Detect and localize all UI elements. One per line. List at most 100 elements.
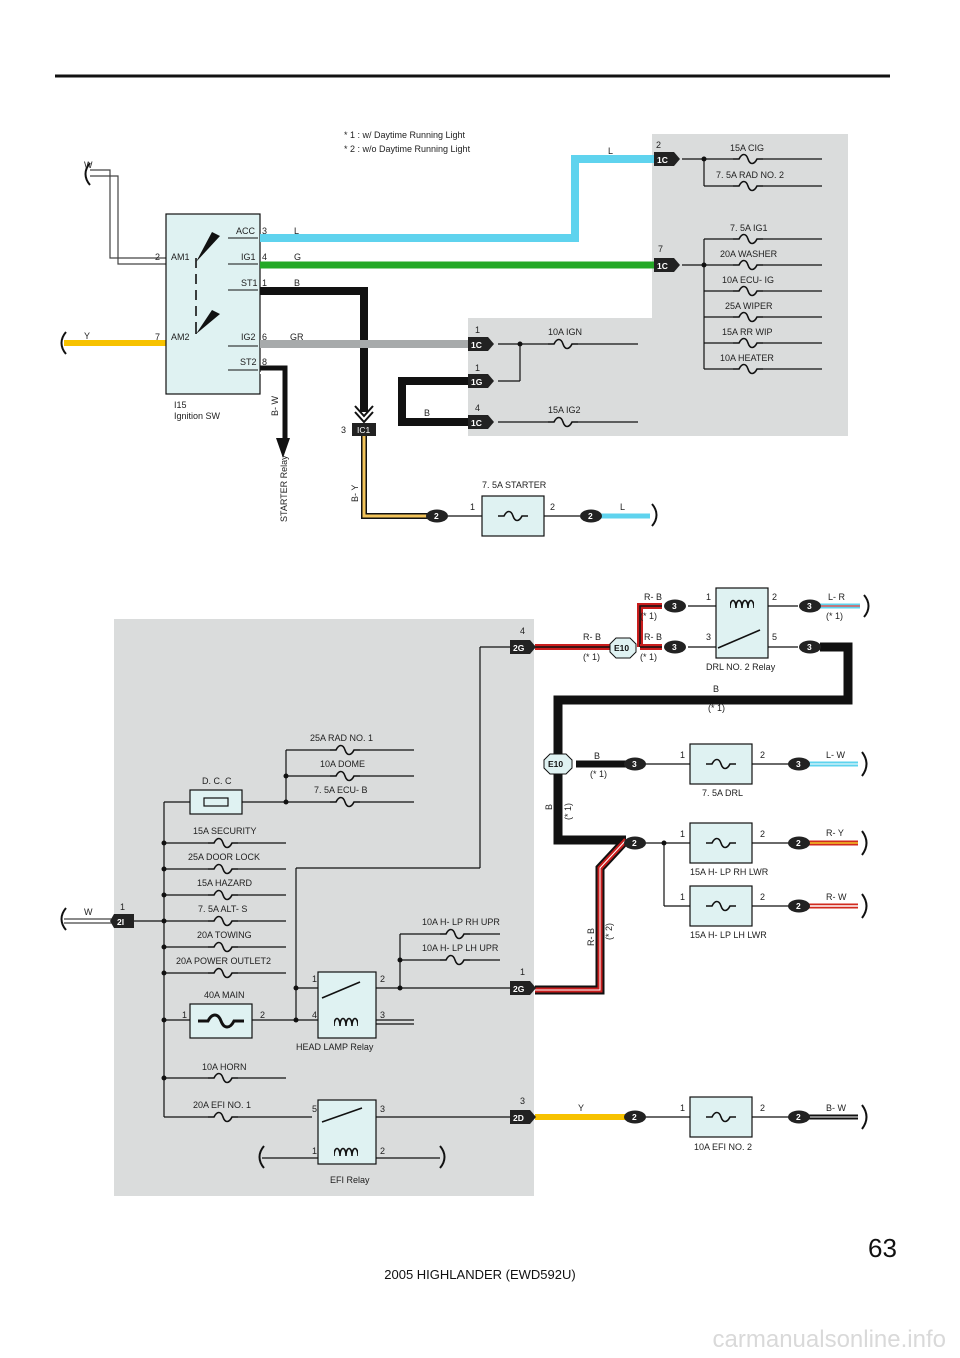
svg-text:1: 1: [680, 829, 685, 839]
wire-bw-top: B- W: [270, 395, 280, 416]
wire-l-starter: L: [620, 502, 625, 512]
svg-text:3: 3: [632, 759, 637, 769]
svg-text:5: 5: [772, 632, 777, 642]
svg-text:2: 2: [380, 1146, 385, 1156]
switch-name: Ignition SW: [174, 411, 221, 421]
svg-text:2: 2: [796, 1112, 801, 1122]
svg-text:1: 1: [470, 502, 475, 512]
pin-ig2: IG2: [241, 332, 256, 342]
svg-text:1: 1: [520, 967, 525, 977]
svg-text:2G: 2G: [513, 984, 525, 994]
svg-text:2: 2: [656, 140, 661, 150]
svg-text:1: 1: [262, 278, 267, 288]
svg-text:W: W: [84, 907, 93, 917]
svg-text:2: 2: [796, 838, 801, 848]
svg-text:(* 1): (* 1): [640, 611, 657, 621]
svg-text:2: 2: [760, 1103, 765, 1113]
fuse-alts: 7. 5A ALT- S: [198, 904, 247, 914]
svg-text:2: 2: [772, 592, 777, 602]
svg-text:3: 3: [380, 1010, 385, 1020]
svg-text:1: 1: [182, 1010, 187, 1020]
svg-text:3: 3: [706, 632, 711, 642]
fuse-cig: 15A CIG: [730, 143, 764, 153]
svg-text:R- B: R- B: [583, 632, 601, 642]
svg-text:2: 2: [796, 901, 801, 911]
fuse-efi1: 20A EFI NO. 1: [193, 1100, 251, 1110]
svg-text:1: 1: [706, 592, 711, 602]
wire-g: G: [294, 252, 301, 262]
svg-text:3: 3: [262, 226, 267, 236]
fuse-hlp-lh-upr: 10A H- LP LH UPR: [422, 943, 499, 953]
page-number: 63: [868, 1233, 897, 1263]
svg-text:1: 1: [120, 902, 125, 912]
fuse-efi2: 10A EFI NO. 2: [694, 1142, 752, 1152]
svg-text:R- B: R- B: [644, 632, 662, 642]
fuse-security: 15A SECURITY: [193, 826, 257, 836]
svg-text:2: 2: [632, 1112, 637, 1122]
svg-text:R- B: R- B: [644, 592, 662, 602]
headlamp-relay: [317, 971, 377, 1039]
svg-text:3: 3: [807, 601, 812, 611]
svg-text:1C: 1C: [657, 155, 668, 165]
connector-1c-ig1: [654, 258, 680, 272]
headlamp-relay-label: HEAD LAMP Relay: [296, 1042, 374, 1052]
drl2-relay: [715, 587, 769, 659]
fuse-rad1: 25A RAD NO. 1: [310, 733, 373, 743]
dcc-box: [189, 789, 243, 815]
svg-text:2: 2: [760, 829, 765, 839]
svg-text:E10: E10: [548, 759, 563, 769]
svg-text:(* 1): (* 1): [590, 769, 607, 779]
wire-w-top: W: [84, 160, 93, 170]
fuse-main: 40A MAIN: [204, 990, 245, 1000]
fuse-horn: 10A HORN: [202, 1062, 247, 1072]
svg-text:(* 1): (* 1): [563, 803, 573, 820]
svg-text:(* 1): (* 1): [583, 652, 600, 662]
fuse-heater: 10A HEATER: [720, 353, 774, 363]
drl2-relay-label: DRL NO. 2 Relay: [706, 662, 776, 672]
wire-gr: GR: [290, 332, 304, 342]
svg-text:3: 3: [796, 759, 801, 769]
switch-code: I15: [174, 400, 187, 410]
fuse-ecu-ig: 10A ECU- IG: [722, 275, 774, 285]
fuse-hlp-rh-upr: 10A H- LP RH UPR: [422, 917, 500, 927]
connector-2-starter-a: [426, 509, 448, 523]
svg-text:2D: 2D: [513, 1113, 524, 1123]
svg-text:4: 4: [312, 1010, 317, 1020]
svg-text:4: 4: [475, 403, 480, 413]
wire-by: B- Y: [350, 485, 360, 502]
connector-2-starter-b: [580, 509, 602, 523]
svg-text:(* 2): (* 2): [604, 923, 614, 940]
svg-text:1: 1: [475, 325, 480, 335]
svg-text:2G: 2G: [513, 643, 525, 653]
fuse-outlet: 20A POWER OUTLET2: [176, 956, 271, 966]
fuse-hazard: 15A HAZARD: [197, 878, 253, 888]
svg-text:R- B: R- B: [586, 928, 596, 946]
note-2: * 2 : w/o Daytime Running Light: [344, 144, 471, 154]
connector-2d: [510, 1110, 536, 1124]
fuse-hlp-lh-lwr: 15A H- LP LH LWR: [690, 930, 767, 940]
svg-text:E10: E10: [614, 643, 629, 653]
svg-text:R- Y: R- Y: [826, 828, 844, 838]
svg-text:2: 2: [588, 511, 593, 521]
junction-block-top: [468, 134, 848, 436]
efi-relay: [317, 1099, 377, 1165]
svg-text:1: 1: [475, 363, 480, 373]
fuse-dome: 10A DOME: [320, 759, 365, 769]
svg-text:2: 2: [550, 502, 555, 512]
pin-am1: AM1: [171, 252, 190, 262]
svg-text:1G: 1G: [471, 377, 483, 387]
connector-2g-b: [510, 981, 536, 995]
svg-text:Y: Y: [578, 1103, 584, 1113]
svg-text:1C: 1C: [471, 340, 482, 350]
pin-st2: ST2: [240, 357, 257, 367]
svg-text:1: 1: [680, 750, 685, 760]
svg-text:1: 1: [680, 1103, 685, 1113]
fuse-ecub: 7. 5A ECU- B: [314, 785, 368, 795]
svg-text:2: 2: [380, 974, 385, 984]
note-1: * 1 : w/ Daytime Running Light: [344, 130, 466, 140]
connector-e10-a: [609, 637, 637, 659]
svg-text:4: 4: [520, 626, 525, 636]
fuse-group-1c-7: 7. 5A IG1 20A WASHER 10A ECU- IG 25A WIP…: [658, 223, 822, 375]
fuse-washer: 20A WASHER: [720, 249, 778, 259]
